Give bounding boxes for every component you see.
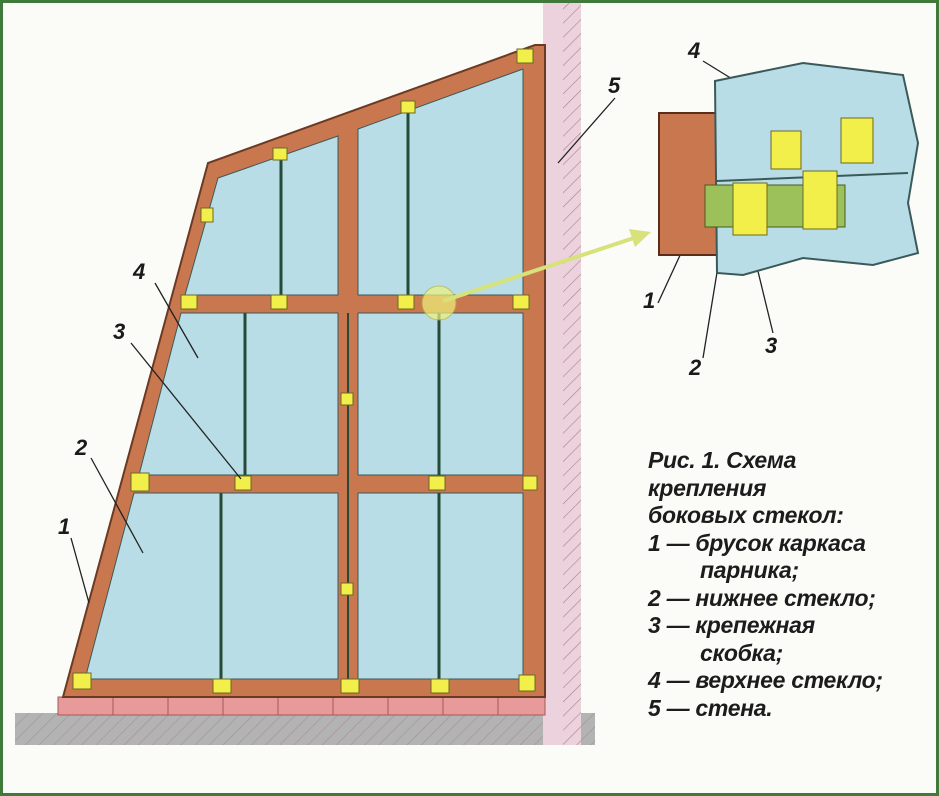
highlight-circle <box>421 285 457 321</box>
caption-item-3: 3 — крепежная <box>648 612 815 638</box>
callout-arrow <box>442 233 644 303</box>
diagram-drawing: 5 4 3 2 1 4 1 2 3 <box>15 3 920 745</box>
brick-foundation <box>57 696 546 716</box>
caption-item-3-cont: скобка; <box>700 639 784 666</box>
label-main-1: 1 <box>58 514 70 539</box>
label-inset-3: 3 <box>765 333 777 358</box>
label-main-4: 4 <box>132 259 145 284</box>
label-main-3: 3 <box>113 319 125 344</box>
label-inset-2: 2 <box>688 355 702 380</box>
caption-title: крепления <box>648 474 767 501</box>
glass-panes <box>84 68 524 680</box>
caption-item-4: 4 — верхнее стекло; <box>648 667 883 693</box>
inset-detail <box>658 61 920 277</box>
caption-item-1: 1 — брусок каркаса <box>648 529 866 556</box>
caption-item-2: 2 — нижнее стекло; <box>648 584 876 611</box>
caption-title: боковых стекол: <box>648 502 844 528</box>
label-inset-1: 1 <box>643 288 655 313</box>
figure-caption: Рис. 1. Схема крепления боковых стекол: … <box>648 447 883 722</box>
label-inset-4: 4 <box>687 38 700 63</box>
clips <box>72 48 538 694</box>
caption-item-5: 5 — стена. <box>648 694 773 721</box>
label-main-5: 5 <box>608 73 621 98</box>
caption-item-1-cont: парника; <box>700 557 799 583</box>
label-main-2: 2 <box>74 435 88 460</box>
caption-title: Рис. 1. Схема <box>648 447 797 473</box>
